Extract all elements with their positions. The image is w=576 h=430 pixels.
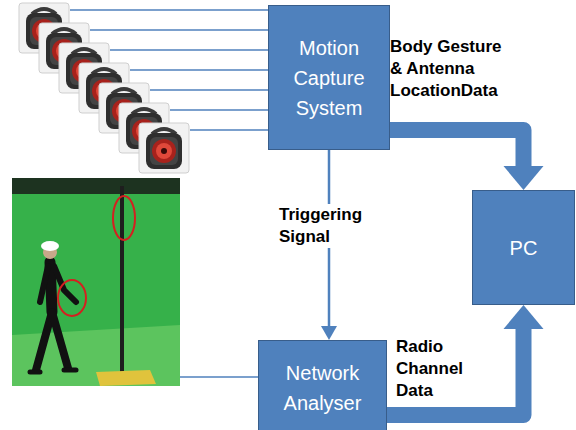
green-screen bbox=[12, 178, 180, 386]
camera-wire bbox=[190, 129, 268, 131]
camera-wire bbox=[150, 89, 268, 91]
connector-arrow bbox=[390, 130, 544, 190]
person bbox=[30, 262, 76, 372]
process-box: Motion Capture System bbox=[268, 5, 390, 150]
lab-photo bbox=[12, 178, 180, 386]
pole-base bbox=[96, 370, 156, 386]
edge-label: Radio Channel Data bbox=[396, 336, 476, 402]
process-box: PC bbox=[472, 190, 575, 305]
box-label: Network Analyser bbox=[259, 358, 386, 418]
photo-wire bbox=[180, 376, 258, 378]
antenna-pole bbox=[120, 186, 124, 376]
ceiling bbox=[12, 178, 180, 194]
connector-arrow bbox=[387, 305, 544, 415]
arrowhead bbox=[321, 326, 337, 340]
arrowhead bbox=[504, 166, 544, 190]
camera-icon bbox=[139, 123, 189, 173]
arrowhead bbox=[504, 305, 544, 329]
camera-wire bbox=[70, 9, 268, 11]
helmet bbox=[41, 241, 59, 251]
box-label: Motion Capture System bbox=[269, 33, 389, 123]
camera-wire bbox=[90, 29, 268, 31]
camera-wire bbox=[110, 49, 268, 51]
antenna-highlight bbox=[58, 280, 86, 316]
box-label: PC bbox=[504, 233, 544, 263]
edge-label: Body Gesture & Antenna LocationData bbox=[390, 36, 508, 102]
camera-wire bbox=[130, 69, 268, 71]
antenna-highlight bbox=[113, 196, 135, 240]
connector-shaft bbox=[387, 325, 524, 415]
connector-shaft bbox=[390, 130, 524, 170]
camera-wire bbox=[170, 109, 268, 111]
process-box: Network Analyser bbox=[258, 340, 387, 430]
edge-label: Triggering Signal bbox=[276, 204, 378, 248]
